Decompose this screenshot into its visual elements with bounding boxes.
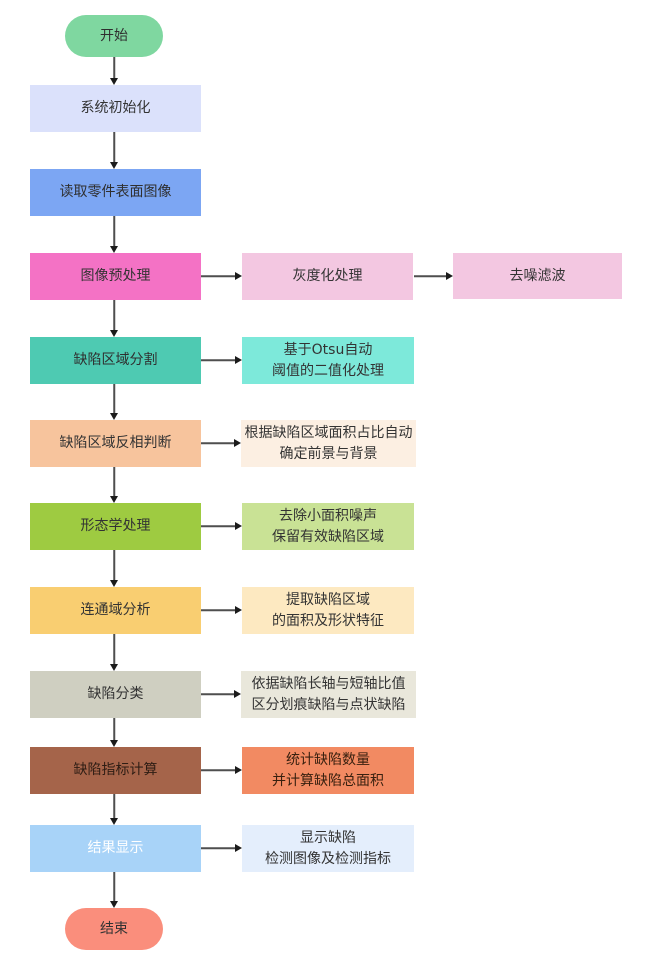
right-arrow: [201, 604, 242, 616]
down-arrow: [108, 384, 120, 420]
right-arrow: [201, 688, 241, 700]
right-arrow: [201, 437, 241, 449]
side-node-grayscale: 灰度化处理: [242, 253, 413, 300]
side-node-axis-ratio-classify: 依据缺陷长轴与短轴比值 区分划痕缺陷与点状缺陷: [241, 671, 416, 718]
node-read-surface-image: 读取零件表面图像: [30, 169, 201, 216]
node-connected-component: 连通域分析: [30, 587, 201, 634]
node-result-display: 结果显示: [30, 825, 201, 872]
side-node-otsu-binarization: 基于Otsu自动 阈值的二值化处理: [242, 337, 414, 384]
down-arrow: [108, 550, 120, 587]
node-morphology: 形态学处理: [30, 503, 201, 550]
down-arrow: [108, 467, 120, 503]
down-arrow: [108, 872, 120, 908]
node-start: 开始: [65, 15, 163, 57]
node-end: 结束: [65, 908, 163, 950]
down-arrow: [108, 57, 120, 85]
down-arrow: [108, 634, 120, 671]
side-node-display-results: 显示缺陷 检测图像及检测指标: [242, 825, 414, 872]
node-defect-segmentation: 缺陷区域分割: [30, 337, 201, 384]
node-image-preprocess: 图像预处理: [30, 253, 201, 300]
right-arrow: [414, 270, 453, 282]
node-defect-classification: 缺陷分类: [30, 671, 201, 718]
down-arrow: [108, 216, 120, 253]
node-defect-metrics: 缺陷指标计算: [30, 747, 201, 794]
side-node-remove-noise: 去除小面积噪声 保留有效缺陷区域: [242, 503, 414, 550]
side-node-denoise-filter: 去噪滤波: [453, 253, 622, 299]
right-arrow: [201, 520, 242, 532]
node-invert-judgement: 缺陷区域反相判断: [30, 420, 201, 467]
down-arrow: [108, 794, 120, 825]
side-node-count-total-area: 统计缺陷数量 并计算缺陷总面积: [242, 747, 414, 794]
right-arrow: [201, 842, 242, 854]
down-arrow: [108, 718, 120, 747]
right-arrow: [201, 354, 242, 366]
right-arrow: [201, 764, 242, 776]
side-node-extract-features: 提取缺陷区域 的面积及形状特征: [242, 587, 414, 634]
down-arrow: [108, 300, 120, 337]
down-arrow: [108, 132, 120, 169]
right-arrow: [201, 270, 242, 282]
side-node-foreground-background: 根据缺陷区域面积占比自动 确定前景与背景: [241, 420, 416, 467]
node-system-init: 系统初始化: [30, 85, 201, 132]
